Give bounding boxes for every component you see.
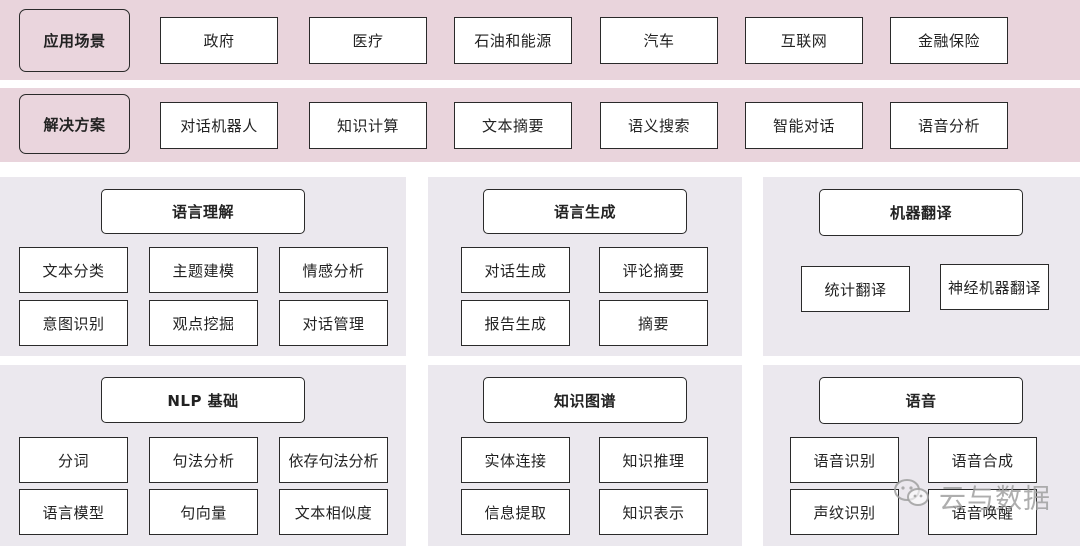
solution-item: 智能对话 [745, 102, 863, 149]
knowledge-graph-title: 知识图谱 [483, 377, 687, 423]
application-item: 政府 [160, 17, 278, 64]
solution-item: 对话机器人 [160, 102, 278, 149]
knowledge-graph-item: 知识表示 [599, 489, 708, 535]
solution-item: 语音分析 [890, 102, 1008, 149]
nlp-basics-item: 句向量 [149, 489, 258, 535]
solutions-label: 解决方案 [19, 94, 130, 154]
watermark-text: 云与数据 [939, 483, 1051, 515]
watermark: 云与数据 [893, 478, 1051, 515]
language-generation-item: 报告生成 [461, 300, 570, 346]
language-generation-item: 评论摘要 [599, 247, 708, 293]
machine-translation-item: 神经机器翻译 [940, 264, 1049, 310]
speech-item: 声纹识别 [790, 489, 899, 535]
nlp-basics-item: 文本相似度 [279, 489, 388, 535]
language-understanding-title: 语言理解 [101, 189, 305, 234]
wechat-icon [893, 478, 931, 515]
application-scenarios-label: 应用场景 [19, 9, 130, 72]
knowledge-graph-item: 知识推理 [599, 437, 708, 483]
language-generation-title: 语言生成 [483, 189, 687, 234]
nlp-basics-item: 语言模型 [19, 489, 128, 535]
nlp-basics-item: 依存句法分析 [279, 437, 388, 483]
speech-title: 语音 [819, 377, 1023, 424]
speech-item: 语音合成 [928, 437, 1037, 483]
language-understanding-item: 情感分析 [279, 247, 388, 293]
language-understanding-item: 意图识别 [19, 300, 128, 346]
speech-item: 语音唤醒 [928, 489, 1037, 535]
language-understanding-item: 对话管理 [279, 300, 388, 346]
language-generation-item: 摘要 [599, 300, 708, 346]
solution-item: 文本摘要 [454, 102, 572, 149]
application-item: 互联网 [745, 17, 863, 64]
nlp-basics-item: 句法分析 [149, 437, 258, 483]
language-generation-item: 对话生成 [461, 247, 570, 293]
knowledge-graph-item: 信息提取 [461, 489, 570, 535]
knowledge-graph-item: 实体连接 [461, 437, 570, 483]
machine-translation-title: 机器翻译 [819, 189, 1023, 236]
solution-item: 语义搜索 [600, 102, 718, 149]
nlp-basics-item: 分词 [19, 437, 128, 483]
language-understanding-item: 文本分类 [19, 247, 128, 293]
language-understanding-item: 观点挖掘 [149, 300, 258, 346]
application-item: 医疗 [309, 17, 427, 64]
application-item: 汽车 [600, 17, 718, 64]
nlp-basics-title: NLP 基础 [101, 377, 305, 423]
solution-item: 知识计算 [309, 102, 427, 149]
machine-translation-item: 统计翻译 [801, 266, 910, 312]
application-item: 金融保险 [890, 17, 1008, 64]
speech-item: 语音识别 [790, 437, 899, 483]
language-understanding-item: 主题建模 [149, 247, 258, 293]
application-item: 石油和能源 [454, 17, 572, 64]
